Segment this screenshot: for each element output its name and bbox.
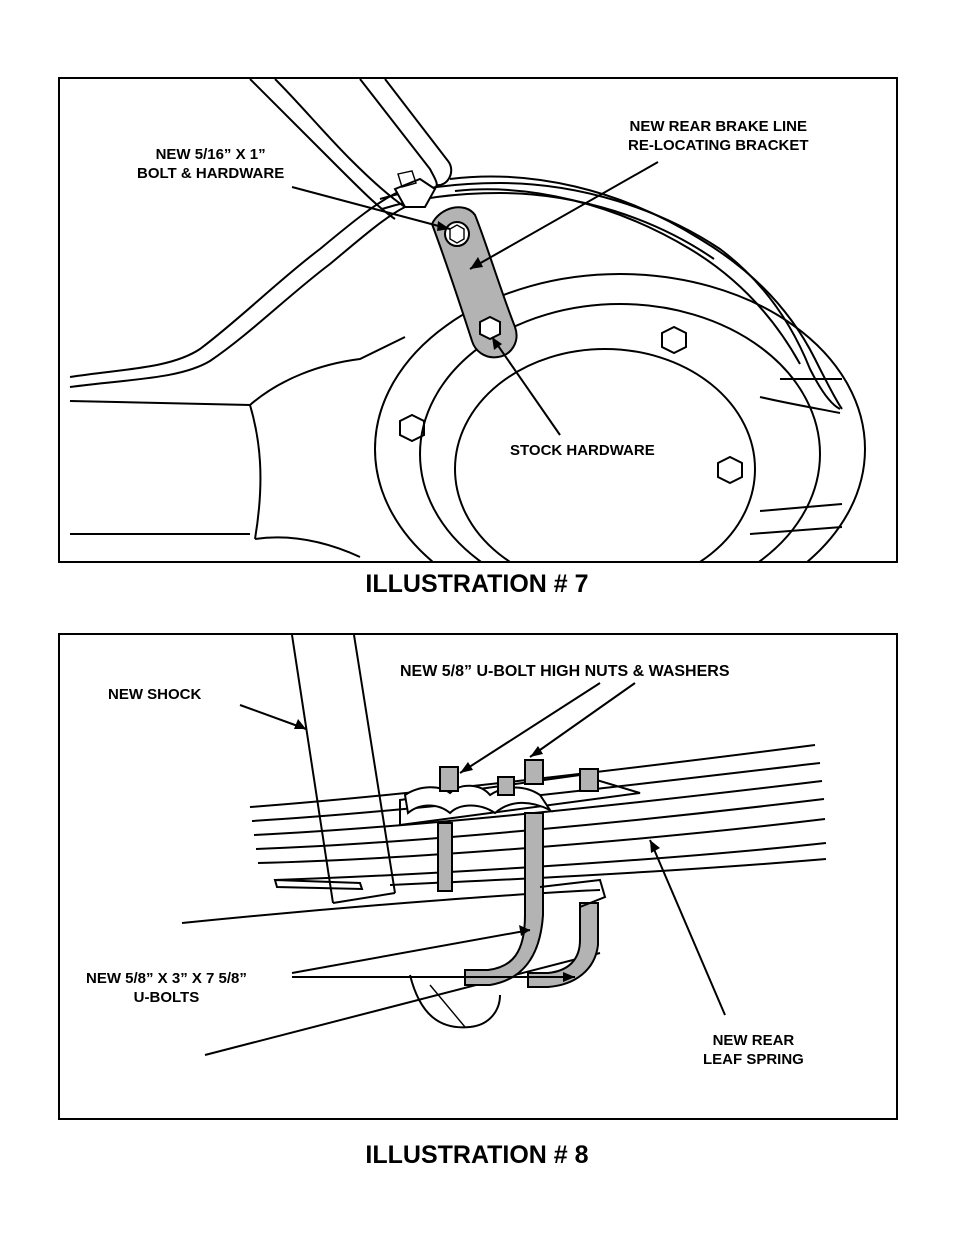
- bracket-callout: NEW REAR BRAKE LINE RE-LOCATING BRACKET: [628, 117, 809, 155]
- bolt-callout-line1: NEW 5/16” X 1”: [155, 146, 266, 163]
- illustration-8-frame: NEW SHOCK NEW 5/8” U-BOLT HIGH NUTS & WA…: [58, 633, 898, 1120]
- nuts-washers-callout: NEW 5/8” U-BOLT HIGH NUTS & WASHERS: [400, 663, 730, 680]
- bolt-hardware-callout: NEW 5/16” X 1” BOLT & HARDWARE: [137, 145, 284, 183]
- bracket-callout-line2: RE-LOCATING BRACKET: [628, 137, 809, 154]
- ubolts-callout-line2: U-BOLTS: [133, 989, 200, 1006]
- illustration-8-caption: ILLUSTRATION # 8: [365, 1141, 589, 1169]
- ubolts-callout: NEW 5/8” X 3” X 7 5/8” U-BOLTS: [86, 969, 247, 1007]
- leaf-spring-ubolt-drawing: [181, 635, 827, 1056]
- leaf-spring-callout-line2: LEAF SPRING: [703, 1051, 804, 1068]
- leaf-spring-callout-line1: NEW REAR: [712, 1032, 795, 1049]
- illustration-7-frame: NEW 5/16” X 1” BOLT & HARDWARE NEW REAR …: [58, 77, 898, 563]
- bracket-callout-line1: NEW REAR BRAKE LINE: [629, 118, 808, 135]
- axle-brake-bracket-drawing: [69, 79, 866, 561]
- leaf-spring-callout: NEW REAR LEAF SPRING: [703, 1031, 804, 1069]
- illustration-7-caption: ILLUSTRATION # 7: [365, 570, 589, 598]
- stock-hardware-callout: STOCK HARDWARE: [510, 442, 655, 459]
- bolt-callout-line2: BOLT & HARDWARE: [137, 165, 285, 182]
- ubolts-callout-line1: NEW 5/8” X 3” X 7 5/8”: [86, 970, 247, 987]
- shock-callout: NEW SHOCK: [108, 686, 202, 703]
